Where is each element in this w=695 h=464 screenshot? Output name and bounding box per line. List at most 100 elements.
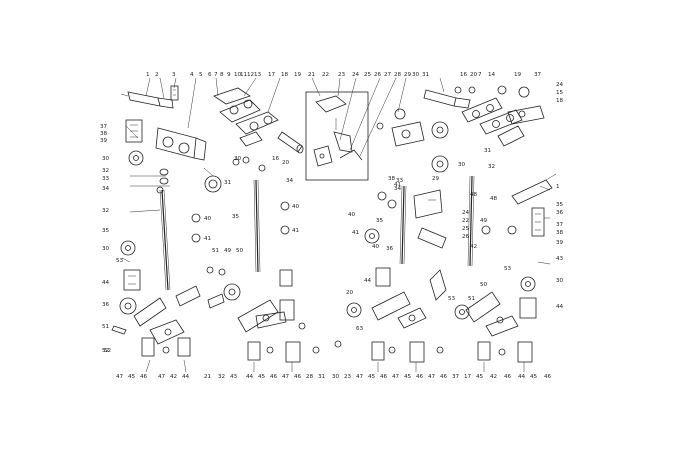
callout-number: 42: [170, 374, 177, 380]
callout-number: 38: [100, 131, 108, 137]
callout-number: 32: [102, 208, 109, 214]
callout-number: 37: [556, 222, 564, 228]
callout-number: 37: [100, 124, 108, 130]
linkage-part: [133, 285, 201, 345]
callout-number: 42: [490, 374, 497, 380]
callout-number: 46: [416, 374, 424, 380]
callout-number: 53: [448, 296, 456, 302]
callout-number: 14: [488, 72, 496, 78]
callout-number: 48: [470, 192, 478, 198]
callout-number: 28: [306, 374, 314, 380]
callout-number: 26: [374, 72, 382, 78]
callout-number: 30: [102, 246, 110, 252]
callout-number: 42: [470, 244, 477, 250]
callout-number: 45: [128, 374, 136, 380]
callout-number: 35: [102, 228, 110, 234]
callout-number: 21: [204, 374, 212, 380]
callout-number: 30: [458, 162, 466, 168]
callout-number: 31: [318, 374, 326, 380]
callout-number: 27: [384, 72, 392, 78]
callout-number: 47: [158, 374, 166, 380]
cam-bracket: [155, 127, 207, 161]
callout-number: 15: [556, 90, 564, 96]
callout-number: 24: [462, 210, 470, 216]
callout-number: 4: [190, 72, 194, 78]
callout-number: 47: [282, 374, 290, 380]
callout-number: 46: [380, 374, 388, 380]
callout-number: 50: [236, 248, 244, 254]
callout-number: 47: [356, 374, 364, 380]
callout-number: 18: [281, 72, 289, 78]
callout-number: 51: [212, 248, 220, 254]
callout-number: 13: [254, 72, 262, 78]
callout-number: 53: [504, 266, 512, 272]
callout-number: 47: [392, 374, 400, 380]
callout-number: 32: [488, 164, 495, 170]
cam-cluster: [213, 87, 279, 147]
callout-number: 35: [556, 202, 564, 208]
callout-number: 7: [478, 72, 482, 78]
callout-number: 32: [102, 168, 109, 174]
callout-number: 20: [282, 160, 290, 166]
callout-number: 40: [348, 212, 356, 218]
callout-number: 16: [460, 72, 468, 78]
callout-number: 46: [504, 374, 512, 380]
callout-number: 37: [534, 72, 542, 78]
callout-number: 34: [394, 186, 402, 192]
callout-number: 18: [556, 98, 564, 104]
callout-number: 44: [518, 374, 526, 380]
callout-number: 51: [468, 296, 476, 302]
callout-number: 39: [556, 240, 564, 246]
callout-number: 52: [104, 348, 111, 354]
callout-number: 29: [432, 176, 440, 182]
callout-number: 50: [480, 282, 488, 288]
rod-part: [159, 189, 171, 291]
callout-number: 44: [556, 304, 564, 310]
callout-number: 24: [556, 82, 564, 88]
callout-number: 44: [182, 374, 190, 380]
callout-number: 46: [270, 374, 278, 380]
callout-number: 45: [530, 374, 538, 380]
callout-number: 32: [218, 374, 225, 380]
callout-number: 20: [346, 290, 354, 296]
callout-number: 48: [490, 196, 498, 202]
callout-number: 30: [412, 72, 420, 78]
callout-number: 20: [470, 72, 478, 78]
left-assembly: [111, 85, 306, 363]
washer-part: [128, 150, 144, 166]
callout-number: 49: [224, 248, 232, 254]
callout-number: 44: [364, 278, 372, 284]
callout-number: 23: [338, 72, 346, 78]
callout-number: 29: [404, 72, 412, 78]
callout-number: 31: [484, 148, 492, 154]
callout-number: 1: [146, 72, 150, 78]
callout-number: 46: [440, 374, 448, 380]
callout-number: 8: [220, 72, 224, 78]
callout-number: 7: [214, 72, 218, 78]
callout-number: 9: [227, 72, 231, 78]
callout-number: 45: [368, 374, 376, 380]
callout-number: 21: [308, 72, 316, 78]
callout-number: 22: [462, 218, 469, 224]
callout-number: 41: [204, 236, 212, 242]
callout-number: 38: [556, 230, 564, 236]
callout-number: 17: [268, 72, 276, 78]
callout-number: 52: [102, 348, 109, 354]
callout-number: 40: [204, 216, 212, 222]
right-assembly: [312, 85, 557, 363]
callout-number: 28: [394, 72, 402, 78]
callout-number: 43: [230, 374, 238, 380]
callout-number: 47: [428, 374, 436, 380]
callout-number: 24: [352, 72, 360, 78]
callout-number: 36: [556, 210, 564, 216]
callout-number: 31: [224, 180, 232, 186]
callout-number: 63: [356, 326, 364, 332]
callout-number: 30: [102, 156, 110, 162]
callout-number: 11: [240, 72, 248, 78]
callout-number: 35: [376, 218, 384, 224]
callout-number: 17: [464, 374, 472, 380]
callout-number: 33: [396, 178, 404, 184]
callout-number: 43: [556, 256, 564, 262]
callout-number: 33: [102, 176, 110, 182]
